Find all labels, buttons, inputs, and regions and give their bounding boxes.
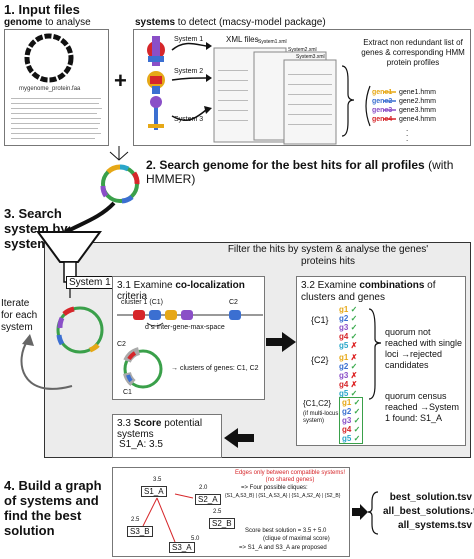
system2-icon [147,71,165,94]
input-heading: 1. Input files [4,2,80,17]
xml-file-2: System2.xml [288,47,317,53]
weight-s2b: 2.5 [213,509,222,515]
xml-label: XML files [226,35,259,44]
system2-label: System 2 [174,68,204,75]
node-s1a: S1_A [141,486,167,497]
c2-circle-label: C2 [117,341,126,348]
step2-label: 2. Search genome for the best hits for a… [146,158,454,186]
output-best-solution: best_solution.tsv [389,492,472,503]
score-value: S1_A: 3.5 [119,439,163,450]
quorum-reached: quorum census reached →System 1 found: S… [385,391,460,423]
graph-edges [142,493,194,543]
gene-name-list: gene1 gene2 gene3 gene4 [372,88,392,124]
gene4-file: gene4.hmm [399,116,436,123]
combinations-title: 3.2 Examine combinations of clusters and… [301,280,436,303]
c1-set: {C1} [311,315,329,325]
node-s2a: S2_A [195,494,221,505]
output-all-best: all_best_solutions.tsv [383,506,474,517]
step4-heading: 4. Build a graph of systems and find the… [4,478,102,538]
filter-text: Filter the hits by system & analyse the … [227,244,429,267]
node-s2b: S2_B [209,518,235,529]
cluster-art [117,310,263,389]
max-clique: (clique of maximal score) [263,536,330,542]
c2-set: {C2} [311,355,329,365]
system3-label: System 3 [174,116,204,123]
clusters-result: → clusters of genes: C1, C2 [171,365,259,372]
edges-note: Edges only between compatible systems! (… [234,470,346,483]
gene1-file: gene1.hmm [399,89,436,96]
score-title: 3.3 Score potential systems [117,418,203,440]
score-box: 3.3 Score potential systems S1_A: 3.5 [112,414,222,458]
system1-funnel-label: System 1 [66,276,114,289]
xml-file-3: System3.xml [296,54,325,60]
weight-s3b: 2.5 [131,517,140,523]
more-dots: ... [406,124,409,143]
quorum-brace [368,308,382,400]
cluster1-label: cluster 1 (C1) [121,299,164,306]
quorum-not-reached: quorum not reached with single loci →rej… [385,327,463,370]
systems-box: System 1 System 2 System 3 XML files Sys… [133,29,471,146]
genome-box: mygenome_protein.faa [4,29,109,146]
output-all-systems: all_systems.tsv [398,520,472,531]
gene4-name: gene4 [372,116,393,123]
distance-text: d ≤ inter-gene-max-space [145,324,225,331]
extract-text: Extract non redundant list of genes & co… [361,38,465,67]
c2-label: C2 [229,299,238,306]
c1-circle-label: C1 [123,389,132,396]
best-score: Score best solution = 3.5 + 5.0 [245,528,327,534]
step3-heading: 3. Search system by system [4,206,68,251]
colocalization-box: 3.1 Examine co-localization criteria clu… [112,276,265,400]
node-s3b: S3_B [127,526,153,537]
c1c2-gene-list: g1 ✓ g2 ✓ g3 ✓ g4 ✓ g5 ✓ [339,397,364,444]
proposed-text: => S1_A and S3_A are proposed [239,545,327,551]
gene1-name: gene1 [372,89,393,96]
gene2-file: gene2.hmm [399,98,436,105]
system1-icon [147,36,165,66]
graph-box: S1_A S2_A S2_B S3_B S3_A 3.5 2.0 2.5 2.5… [112,467,350,557]
weight-s1a: 3.5 [153,477,162,483]
genome-circle-svg [24,33,74,83]
c2-gene-list: g1 ✗ g2 ✓ g3 ✗ g4 ✗ g5 ✓ [339,353,358,398]
c1c2-set: {C1,C2} [303,399,332,408]
output-files: best_solution.tsv all_best_solutions.tsv… [383,491,474,533]
gene3-file: gene3.hmm [399,107,436,114]
weight-s2a: 2.0 [199,485,208,491]
systems-label: systems to detect (macsy-model package) [135,17,326,28]
faa-label: mygenome_protein.faa [19,86,81,92]
clique-list: {S1_A,S3_B} | {S1_A,S3_A} | {S1_A,S2_A} … [225,493,341,499]
weight-s3a: 5.0 [191,536,200,542]
multi-locus-note: (if multi-locus system) [303,411,339,424]
combinations-box: 3.2 Examine combinations of clusters and… [296,276,466,446]
xml-file-1: System1.xml [258,39,287,45]
system3-icon [148,96,164,130]
plus-sign: + [114,68,127,93]
gene3-name: gene3 [372,107,393,114]
c1-gene-list: g1 ✓ g2 ✓ g3 ✓ g4 ✓ g5 ✗ [339,305,358,350]
hmm-file-list: gene1.hmm gene2.hmm gene3.hmm gene4.hmm [399,88,436,124]
genome-label: genome to analyse [4,17,91,28]
system1-label: System 1 [174,36,204,43]
node-s3a: S3_A [169,542,195,553]
colocalization-title: 3.1 Examine co-localization criteria [117,280,245,302]
iterate-text: Iterate for each system [1,298,38,333]
cliques-label: => Four possible cliques: [241,485,308,491]
gene2-name: gene2 [372,98,393,105]
